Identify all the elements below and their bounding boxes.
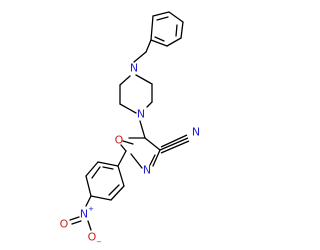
chemical-structure: N N O N N N + O O − bbox=[60, 11, 200, 246]
oxazole-o-label: O bbox=[115, 134, 124, 147]
nitrophenyl-ring bbox=[85, 161, 125, 201]
nitro-n-label: N bbox=[80, 208, 88, 221]
nitro-o-right-label: O bbox=[88, 231, 97, 244]
piperazine-ring bbox=[119, 74, 153, 114]
nitro-o-left-label: O bbox=[60, 218, 69, 231]
methylene-linker bbox=[133, 39, 152, 63]
piperazine-n-bottom-label: N bbox=[137, 108, 145, 121]
oxazole-n-label: N bbox=[143, 164, 151, 177]
nitrile-n-label: N bbox=[192, 126, 200, 139]
piperazine-n-top-label: N bbox=[130, 62, 138, 75]
piperazine-oxazole-bond bbox=[139, 120, 146, 139]
oxazole-aryl-bond bbox=[117, 150, 127, 167]
nitro-o-right-charge: − bbox=[96, 238, 102, 246]
oxazole-ring bbox=[120, 137, 161, 169]
nitro-n-charge: + bbox=[88, 205, 94, 213]
benzyl-phenyl-ring bbox=[150, 11, 184, 47]
nitrile-group bbox=[159, 134, 190, 154]
nitro-group-bonds bbox=[69, 195, 92, 231]
